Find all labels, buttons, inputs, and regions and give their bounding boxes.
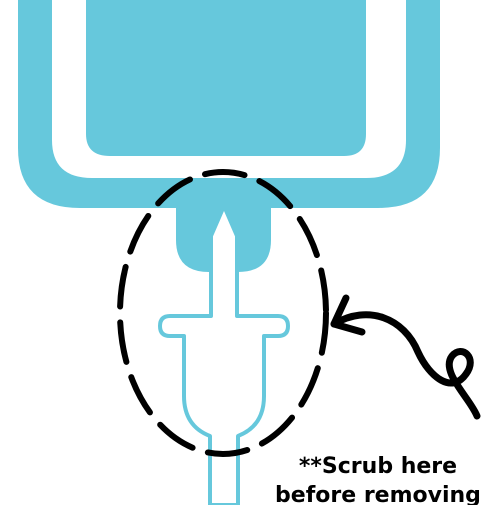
iv-bag-inner <box>86 0 366 156</box>
caption-line-1: **Scrub here <box>258 452 492 481</box>
scrub-instruction-caption: **Scrub here before removing <box>258 452 492 505</box>
caption-line-2: before removing <box>258 481 492 505</box>
iv-bag <box>18 0 440 208</box>
curved-arrow-icon <box>334 298 477 416</box>
